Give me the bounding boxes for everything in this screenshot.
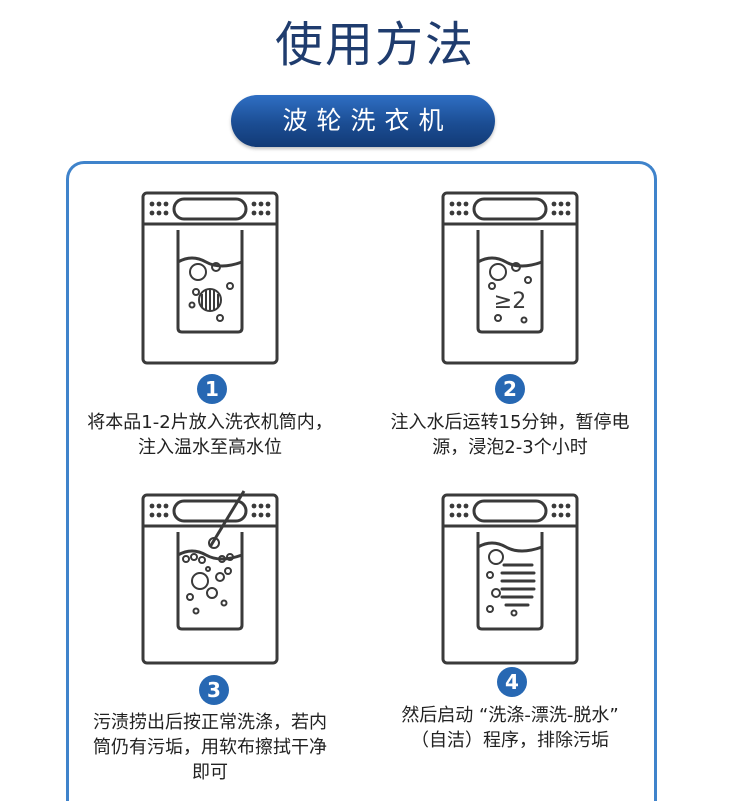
instructions-panel: [66, 161, 657, 801]
washing-machine-step1-illustration: [141, 191, 279, 365]
step-3: 3 污渍捞出后按正常洗涤，若内 筒仍有污垢，用软布擦拭干净 即可: [60, 485, 360, 805]
step-number-badge: 2: [495, 374, 525, 404]
step-description: 注入水后运转15分钟，暂停电 源，浸泡2-3个小时: [360, 410, 660, 460]
washing-machine-step2-illustration: ≥2: [441, 191, 579, 365]
step-line: 污渍捞出后按正常洗涤，若内 筒仍有污垢，用软布擦拭干净 即可: [93, 712, 327, 783]
section-pill: 波轮洗衣机: [231, 95, 495, 147]
step-number-badge: 3: [199, 675, 229, 705]
step-description: 然后启动 “洗涤-漂洗-脱水” （自洁）程序，排除污垢: [360, 703, 660, 753]
step-line: 注入水后运转15分钟，暂停电 源，浸泡2-3个小时: [390, 412, 630, 458]
step-2: ≥2 2 注入水后运转15分钟，暂停电 源，浸泡2-3个小时: [360, 190, 660, 470]
washing-machine-step3-illustration: [141, 490, 279, 665]
section-label: 波轮洗衣机: [282, 106, 453, 135]
step-line: 然后启动 “洗涤-漂洗-脱水” （自洁）程序，排除污垢: [401, 705, 619, 751]
duration-marking: ≥2: [494, 289, 526, 314]
step-description: 将本品1-2片放入洗衣机筒内， 注入温水至高水位: [60, 410, 360, 460]
step-4: 4 然后启动 “洗涤-漂洗-脱水” （自洁）程序，排除污垢: [360, 485, 660, 805]
step-number-badge: 1: [197, 374, 227, 404]
washing-machine-step4-illustration: [441, 493, 579, 665]
step-number-badge: 4: [497, 667, 527, 697]
step-line: 将本品1-2片放入洗衣机筒内， 注入温水至高水位: [87, 412, 333, 458]
step-1: 1 将本品1-2片放入洗衣机筒内， 注入温水至高水位: [60, 190, 360, 470]
page-title: 使用方法: [274, 17, 475, 73]
step-description: 污渍捞出后按正常洗涤，若内 筒仍有污垢，用软布擦拭干净 即可: [60, 710, 360, 785]
